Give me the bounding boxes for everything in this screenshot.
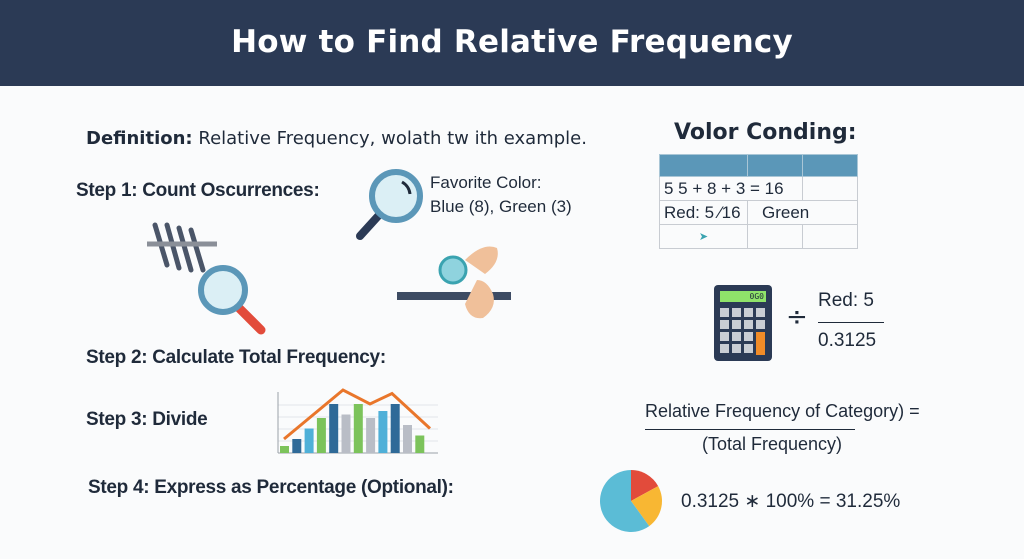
bar	[316, 418, 326, 453]
bar	[280, 446, 289, 453]
calculator-key	[720, 308, 729, 317]
definition-label: Definition:	[86, 128, 193, 149]
hand-slider-icon	[397, 246, 511, 319]
calculator-key	[756, 308, 765, 317]
coding-title: Volor Conding:	[674, 120, 857, 145]
definition-text: Relative Frequency, wolath tw ith exampl…	[198, 128, 587, 149]
definition: Definition: Relative Frequency, wolath t…	[86, 128, 587, 149]
coding-green-cell: Green	[747, 200, 858, 225]
calculator-key	[732, 344, 741, 353]
bar	[292, 439, 302, 453]
calculator-key	[732, 332, 741, 341]
magnifier-icon	[356, 169, 423, 240]
bar	[329, 404, 339, 453]
bar	[304, 428, 314, 453]
bar	[403, 425, 412, 453]
step-3-label: Step 3: Divide	[86, 409, 208, 430]
bar	[390, 404, 400, 453]
calculator-key	[744, 344, 753, 353]
calculator-key	[756, 332, 765, 355]
bar	[378, 411, 388, 453]
percentage-result: 0.3125 ∗ 100% = 31.25%	[681, 491, 901, 512]
formula-denominator: (Total Frequency)	[702, 434, 843, 454]
calculator-key	[744, 332, 753, 341]
bar	[353, 404, 363, 453]
calculator-key	[744, 308, 753, 317]
bar	[415, 435, 425, 453]
pie-slice	[600, 470, 650, 532]
header-bar	[0, 0, 1024, 86]
pie-slice	[631, 486, 662, 527]
divide-symbol: ÷	[786, 302, 808, 332]
page-title: How to Find Relative Frequency	[231, 24, 793, 60]
fraction-bar	[818, 322, 884, 323]
step-4-label: Step 4: Express as Percentage (Optional)…	[88, 477, 454, 498]
calculator-key	[744, 320, 753, 329]
pie-slice	[631, 470, 659, 501]
calculator-key	[732, 320, 741, 329]
calculator-display: 0G0	[720, 291, 766, 302]
coding-row-sum: 5 5 + 8 + 3 = 16	[659, 176, 803, 201]
coding-red-cell: Red: 5 ⁄16	[659, 200, 748, 225]
division-numerator: Red: 5	[818, 290, 874, 311]
step-2-label: Step 2: Calculate Total Frequency:	[86, 347, 386, 368]
favorite-line-1: Favorite Color:	[430, 173, 542, 192]
bar-chart-icon	[277, 388, 438, 454]
tally-marks-icon	[147, 222, 266, 335]
favorite-line-2: Blue (8), Green (3)	[430, 197, 572, 216]
calculator-icon: 0G0	[714, 285, 772, 361]
bar	[366, 418, 376, 453]
trend-line	[283, 388, 432, 441]
division-denominator: 0.3125	[818, 330, 877, 351]
calculator-key	[756, 320, 765, 329]
pie-chart-icon	[600, 470, 662, 532]
bar	[341, 414, 351, 453]
formula-bar	[645, 429, 855, 430]
step-1-label: Step 1: Count Oscurrences:	[76, 180, 320, 201]
favorite-color-note: Favorite Color: Blue (8), Green (3)	[430, 171, 572, 219]
calculator-key	[732, 308, 741, 317]
calculator-key	[720, 320, 729, 329]
formula-numerator: Relative Frequency of Category) =	[645, 401, 920, 421]
calculator-key	[720, 344, 729, 353]
calculator-key	[720, 332, 729, 341]
pointer-icon: ➤	[659, 224, 748, 249]
